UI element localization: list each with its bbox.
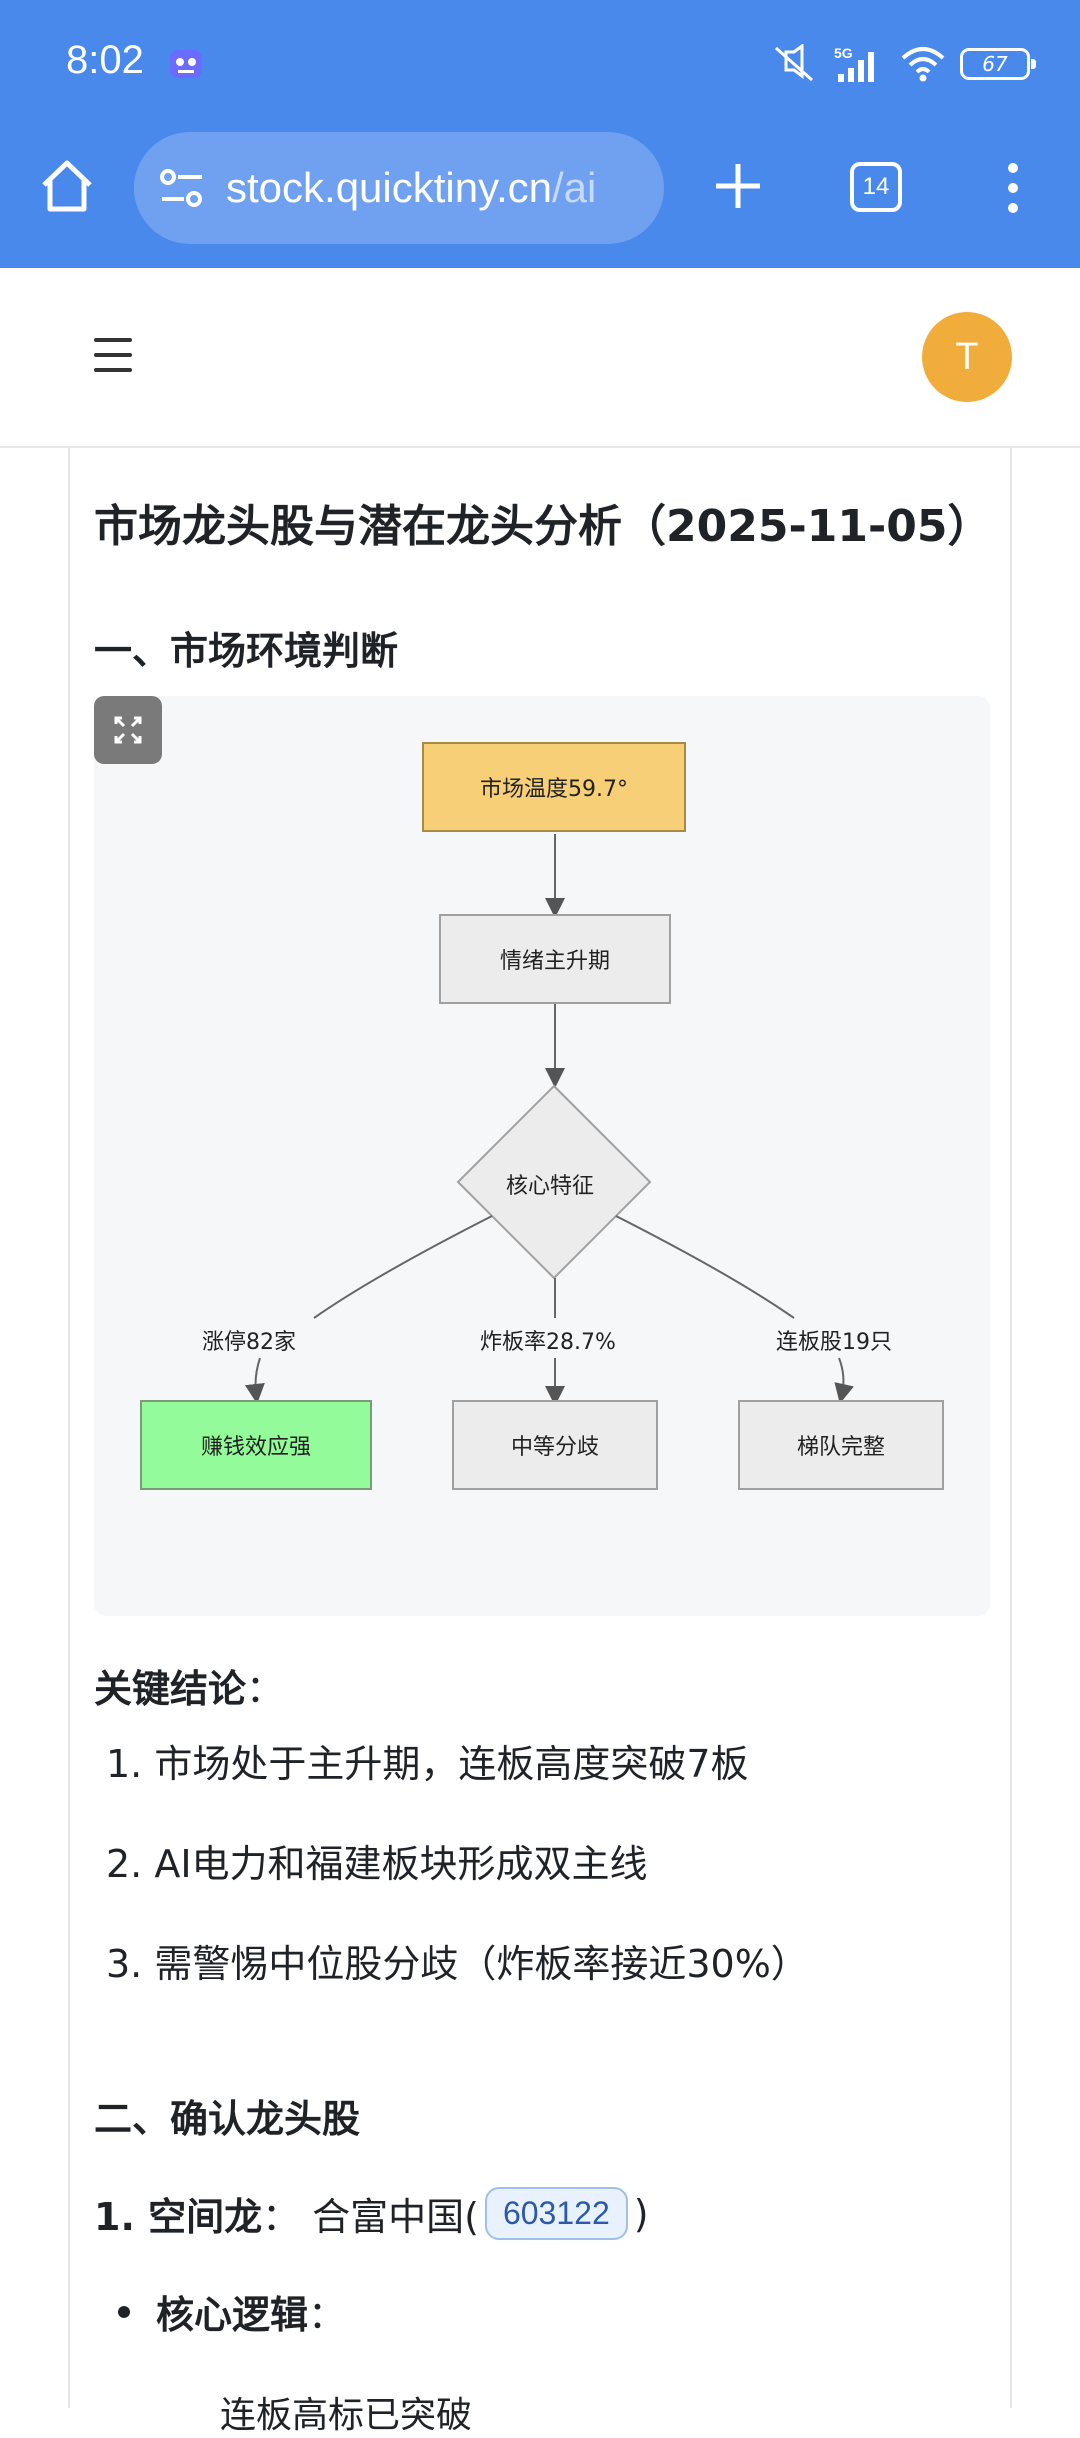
core-logic-bullet: 核心逻辑： [118,2284,346,2339]
more-menu-icon[interactable] [995,158,1031,218]
conclusion-list: 1. 市场处于主升期，连板高度突破7板 2. AI电力和福建板块形成双主线 3.… [106,1738,809,2038]
new-tab-icon[interactable] [706,154,770,218]
list-item: 3. 需警惕中位股分歧（炸板率接近30%） [106,1942,809,1986]
avatar[interactable]: T [922,312,1012,402]
node-profit-effect: 赚钱效应强 [140,1400,372,1490]
node-sentiment-phase: 情绪主升期 [439,914,671,1004]
edge-label-consecutive: 连板股19只 [772,1324,896,1356]
list-item: 1. 市场处于主升期，连板高度突破7板 [106,1742,749,1786]
battery-level: 67 [982,52,1008,76]
page-title: 市场龙头股与潜在龙头分析（2025-11-05） [94,501,992,552]
edge-core-right [615,1215,795,1319]
battery-icon: 67 [960,48,1036,80]
flowchart-edges [244,834,854,1406]
node-market-temperature: 市场温度59.7° [422,742,686,832]
browser-chrome: 8:02 5G 6 [0,0,1080,268]
flowchart: 市场温度59.7° 情绪主升期 核心特征 涨停82家 炸板率28.7% 连板股1… [94,696,990,1616]
home-icon[interactable] [36,155,98,217]
hamburger-menu-icon[interactable] [94,338,132,372]
section-heading-market: 一、市场环境判断 [94,629,399,673]
browser-toolbar: stock.quicktiny.cn/ai 14 [0,130,1080,248]
wifi-icon [901,47,945,82]
node-divergence: 中等分歧 [452,1400,658,1490]
key-conclusions-label: 关键结论： [94,1667,285,1711]
status-bar: 8:02 5G 6 [0,0,1080,120]
edge-label-break-rate: 炸板率28.7% [476,1324,620,1356]
status-time: 8:02 [66,38,144,82]
section-heading-leaders: 二、确认龙头股 [94,2097,361,2141]
url-text: stock.quicktiny.cn/ai [226,164,597,211]
site-settings-icon[interactable] [156,162,208,214]
bullet-dot [118,2305,130,2318]
site-header: T [0,268,1080,448]
edge-label-limit-up: 涨停82家 [198,1324,300,1356]
tab-count: 14 [862,173,890,200]
stock-code-badge[interactable]: 603122 [484,2187,628,2240]
status-icons: 5G 67 [772,40,1036,88]
cutoff-text: 连板高标已突破 [220,2395,473,2436]
node-core-features: 核心特征 [506,1174,595,1199]
tab-switcher-button[interactable]: 14 [850,162,902,212]
node-echelon: 梯队完整 [738,1400,944,1490]
fullscreen-icon[interactable] [94,696,162,764]
article-card: 市场龙头股与潜在龙头分析（2025-11-05） 一、市场环境判断 市场温度59… [68,448,1012,2436]
edge-core-left [313,1215,493,1319]
list-item: 2. AI电力和福建板块形成双主线 [106,1842,648,1886]
address-bar[interactable]: stock.quicktiny.cn/ai [134,132,664,244]
svg-text:5G: 5G [834,45,853,61]
signal-icon: 5G [834,45,874,82]
space-dragon-line: 1. 空间龙：合富中国( 603122 ) [94,2186,649,2241]
mute-icon [775,44,813,82]
app-notification-icon [170,50,202,78]
